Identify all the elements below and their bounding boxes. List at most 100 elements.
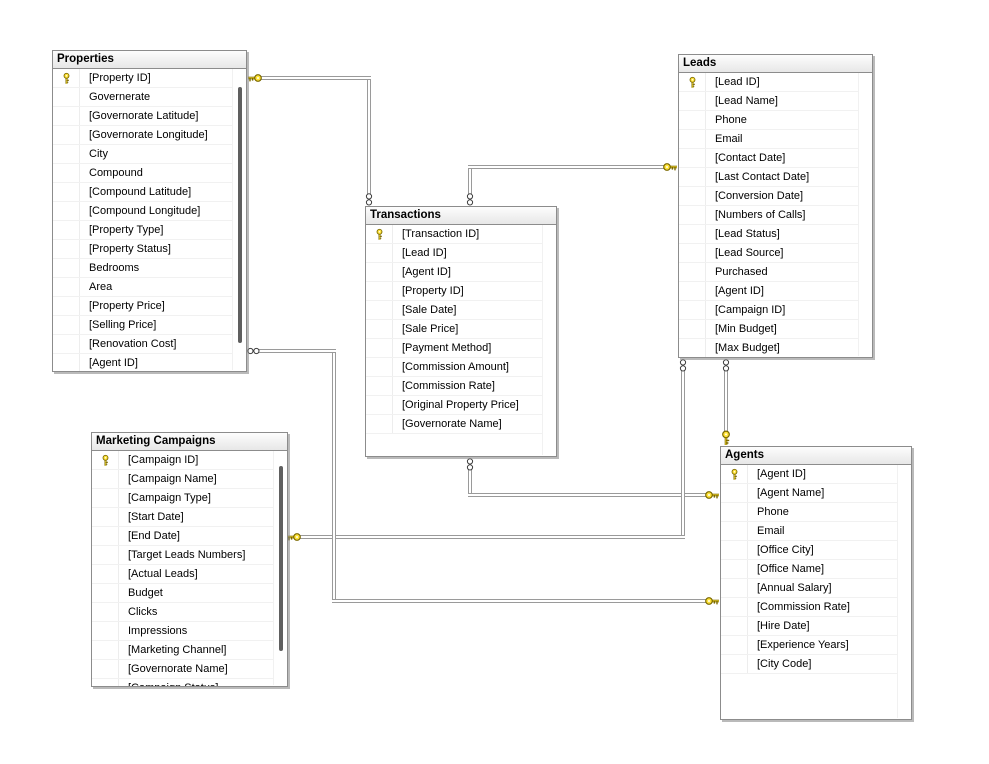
table-row[interactable]: [Commission Rate] bbox=[366, 377, 543, 396]
table-agents[interactable]: Agents [Agent ID] [Agent Name] bbox=[720, 446, 912, 720]
table-row[interactable]: [Campaign Name] bbox=[92, 470, 274, 489]
relationship-line[interactable] bbox=[367, 76, 371, 194]
table-row[interactable]: [Conversion Date] bbox=[679, 187, 859, 206]
table-row[interactable]: [Office Name] bbox=[721, 560, 898, 579]
table-row[interactable]: [Governorate Latitude] bbox=[53, 107, 233, 126]
table-row[interactable]: [Lead Source] bbox=[679, 244, 859, 263]
table-row[interactable]: [Compound Latitude] bbox=[53, 183, 233, 202]
table-row[interactable]: [Target Leads Numbers] bbox=[92, 546, 274, 565]
table-row[interactable]: [Actual Leads] bbox=[92, 565, 274, 584]
table-row[interactable]: Impressions bbox=[92, 622, 274, 641]
table-row[interactable]: [Governorate Longitude] bbox=[53, 126, 233, 145]
table-row[interactable]: [Max Budget] bbox=[679, 339, 859, 357]
table-row[interactable]: [Selling Price] bbox=[53, 316, 233, 335]
relationship-line[interactable] bbox=[296, 535, 685, 539]
table-title[interactable]: Transactions bbox=[366, 207, 556, 225]
table-row[interactable]: Area bbox=[53, 278, 233, 297]
table-row[interactable]: [Experience Years] bbox=[721, 636, 898, 655]
table-row[interactable]: [Property Status] bbox=[53, 240, 233, 259]
table-row[interactable]: Email bbox=[679, 130, 859, 149]
table-row[interactable]: Compound bbox=[53, 164, 233, 183]
field-name: [Start Date] bbox=[128, 511, 184, 523]
table-row[interactable]: [Commission Amount] bbox=[366, 358, 543, 377]
primary-key-icon bbox=[721, 484, 748, 502]
table-transactions[interactable]: Transactions [Transaction ID] [Lead ID] bbox=[365, 206, 557, 457]
table-row[interactable]: Email bbox=[721, 522, 898, 541]
table-row[interactable]: [Campaign Type] bbox=[92, 489, 274, 508]
table-row[interactable]: [Last Contact Date] bbox=[679, 168, 859, 187]
table-marketing-campaigns[interactable]: Marketing Campaigns [Campaign ID] [Campa… bbox=[91, 432, 288, 687]
table-row[interactable]: [Start Date] bbox=[92, 508, 274, 527]
table-row[interactable]: [Property Type] bbox=[53, 221, 233, 240]
relationship-line[interactable] bbox=[468, 165, 668, 169]
table-row[interactable]: [Original Property Price] bbox=[366, 396, 543, 415]
table-title[interactable]: Agents bbox=[721, 447, 911, 465]
relationship-line[interactable] bbox=[468, 493, 710, 497]
table-row[interactable]: [Min Budget] bbox=[679, 320, 859, 339]
table-row[interactable]: [Sale Date] bbox=[366, 301, 543, 320]
table-row[interactable]: [Lead ID] bbox=[366, 244, 543, 263]
table-row[interactable]: [Campaign ID] bbox=[679, 301, 859, 320]
relationship-line[interactable] bbox=[332, 599, 710, 603]
table-row[interactable]: [Annual Salary] bbox=[721, 579, 898, 598]
table-leads[interactable]: Leads [Lead ID] [Lead Name] bbox=[678, 54, 873, 358]
table-scrollbar[interactable] bbox=[279, 466, 283, 651]
table-row[interactable]: [Agent Name] bbox=[721, 484, 898, 503]
table-row[interactable]: Budget bbox=[92, 584, 274, 603]
table-row[interactable]: Purchased bbox=[679, 263, 859, 282]
table-row[interactable]: [Payment Method] bbox=[366, 339, 543, 358]
table-title[interactable]: Properties bbox=[53, 51, 246, 69]
table-row[interactable]: [Governorate Name] bbox=[92, 660, 274, 679]
relationship-line[interactable] bbox=[257, 349, 336, 353]
relationship-line[interactable] bbox=[332, 349, 336, 603]
table-properties[interactable]: Properties [Property ID] Governerate bbox=[52, 50, 247, 372]
table-row[interactable]: [Property ID] bbox=[53, 69, 233, 88]
table-row[interactable]: Bedrooms bbox=[53, 259, 233, 278]
table-row[interactable]: [City Code] bbox=[721, 655, 898, 674]
relationship-line[interactable] bbox=[724, 370, 728, 432]
table-row[interactable]: Governerate bbox=[53, 88, 233, 107]
table-row[interactable]: [Marketing Channel] bbox=[92, 641, 274, 660]
table-row[interactable]: [Renovation Cost] bbox=[53, 335, 233, 354]
relationship-line[interactable] bbox=[468, 469, 472, 497]
table-row[interactable]: [Compound Longitude] bbox=[53, 202, 233, 221]
primary-key-icon bbox=[366, 244, 393, 262]
table-title[interactable]: Leads bbox=[679, 55, 872, 73]
table-row[interactable]: [Numbers of Calls] bbox=[679, 206, 859, 225]
table-row[interactable]: [Sale Price] bbox=[366, 320, 543, 339]
relationship-line[interactable] bbox=[256, 76, 371, 80]
primary-key-icon bbox=[679, 301, 706, 319]
field-list: [Property ID] Governerate [Governorate L… bbox=[53, 69, 246, 371]
table-row[interactable]: [Property Price] bbox=[53, 297, 233, 316]
table-row[interactable]: Phone bbox=[721, 503, 898, 522]
table-row[interactable]: [Agent ID] bbox=[721, 465, 898, 484]
table-row[interactable]: [Agent ID] bbox=[366, 263, 543, 282]
table-row[interactable]: [Property ID] bbox=[366, 282, 543, 301]
relationship-line[interactable] bbox=[468, 165, 472, 194]
field-name: [Campaign Type] bbox=[128, 492, 211, 504]
relationship-line[interactable] bbox=[681, 370, 685, 539]
table-row[interactable]: [Contact Date] bbox=[679, 149, 859, 168]
table-row[interactable]: [Lead ID] bbox=[679, 73, 859, 92]
table-row[interactable]: [Hire Date] bbox=[721, 617, 898, 636]
primary-key-icon bbox=[679, 263, 706, 281]
table-row[interactable]: [Campaign ID] bbox=[92, 451, 274, 470]
table-row[interactable]: Phone bbox=[679, 111, 859, 130]
table-title[interactable]: Marketing Campaigns bbox=[92, 433, 287, 451]
table-row[interactable]: [Agent ID] bbox=[53, 354, 233, 371]
table-row[interactable]: Clicks bbox=[92, 603, 274, 622]
table-row[interactable]: [End Date] bbox=[92, 527, 274, 546]
table-row[interactable]: [Office City] bbox=[721, 541, 898, 560]
table-row[interactable]: City bbox=[53, 145, 233, 164]
many-side-infinity-icon bbox=[466, 193, 474, 206]
table-row[interactable]: [Agent ID] bbox=[679, 282, 859, 301]
table-row[interactable]: [Lead Name] bbox=[679, 92, 859, 111]
table-row[interactable]: [Transaction ID] bbox=[366, 225, 543, 244]
table-row[interactable]: [Campaign Status] bbox=[92, 679, 274, 686]
table-row[interactable]: [Commission Rate] bbox=[721, 598, 898, 617]
table-row[interactable]: [Lead Status] bbox=[679, 225, 859, 244]
table-row[interactable]: [Governorate Name] bbox=[366, 415, 543, 434]
many-side-infinity-icon bbox=[466, 458, 474, 471]
table-scrollbar[interactable] bbox=[238, 87, 242, 343]
